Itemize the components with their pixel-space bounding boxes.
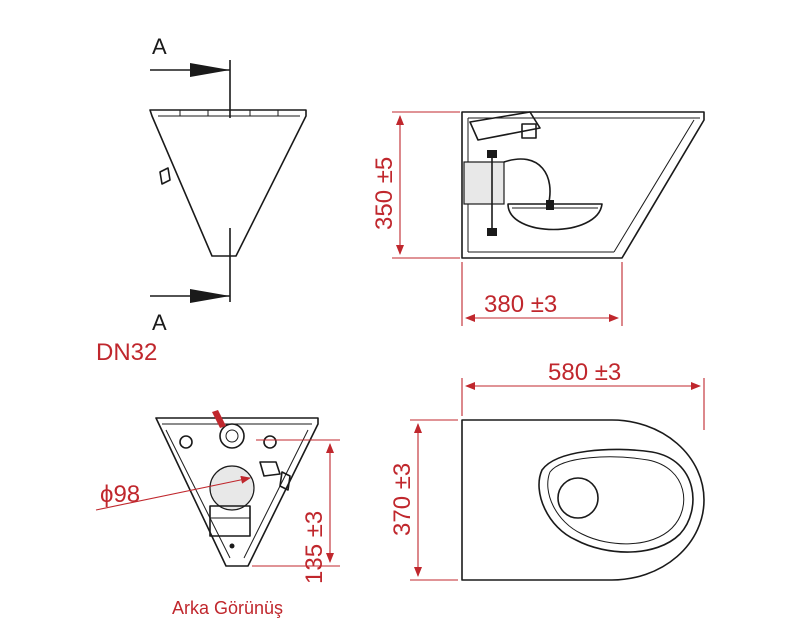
trap-bowl (507, 203, 603, 231)
rear-view: ϕ98 135 ±3 Arka Görünüş (95, 410, 340, 618)
outlet-circle (209, 465, 255, 511)
side-view-body (461, 111, 705, 259)
trap-upper (503, 158, 551, 207)
top-view-body (461, 419, 705, 581)
dim-outlet-height-label: 135 ±3 (301, 511, 328, 584)
section-arrow-bottom-icon (190, 289, 230, 303)
bowl-outer (538, 448, 694, 553)
rear-view-label: Arka Görünüş (172, 598, 283, 618)
mount-hole-left-icon (179, 435, 193, 449)
drain-hole (557, 477, 599, 519)
outlet-bracket (209, 505, 251, 537)
front-view-body (149, 109, 307, 257)
inlet-connection (219, 423, 245, 449)
dim-outlet-diameter-leader (95, 475, 251, 511)
side-valve-icon (259, 461, 281, 477)
dim-top-length-label: 580 ±3 (548, 359, 621, 386)
top-view: 580 ±3 370 ±3 (389, 359, 705, 581)
dim-side-depth-label: 380 ±3 (484, 291, 557, 318)
pipe-label: DN32 (96, 339, 157, 366)
valve-nut-icon (521, 123, 537, 139)
dim-top-width-label: 370 ±3 (389, 463, 416, 536)
section-label-bottom: A (152, 310, 167, 335)
side-fitting-icon (159, 167, 171, 185)
outlet-pipe (463, 161, 505, 205)
side-view: 350 ±5 380 ±3 (371, 111, 705, 326)
bowl-inner (547, 456, 685, 545)
mount-hole-right-icon (263, 435, 277, 449)
section-arrow-top-icon (190, 63, 230, 77)
flush-valve (469, 111, 541, 141)
dim-side-height-label: 350 ±5 (371, 157, 398, 230)
rear-view-body (155, 417, 319, 567)
front-view: A A DN32 (96, 34, 307, 366)
marker-tab-icon (212, 410, 226, 428)
section-label-top: A (152, 34, 167, 59)
dim-outlet-diameter-label: ϕ98 (100, 481, 140, 508)
